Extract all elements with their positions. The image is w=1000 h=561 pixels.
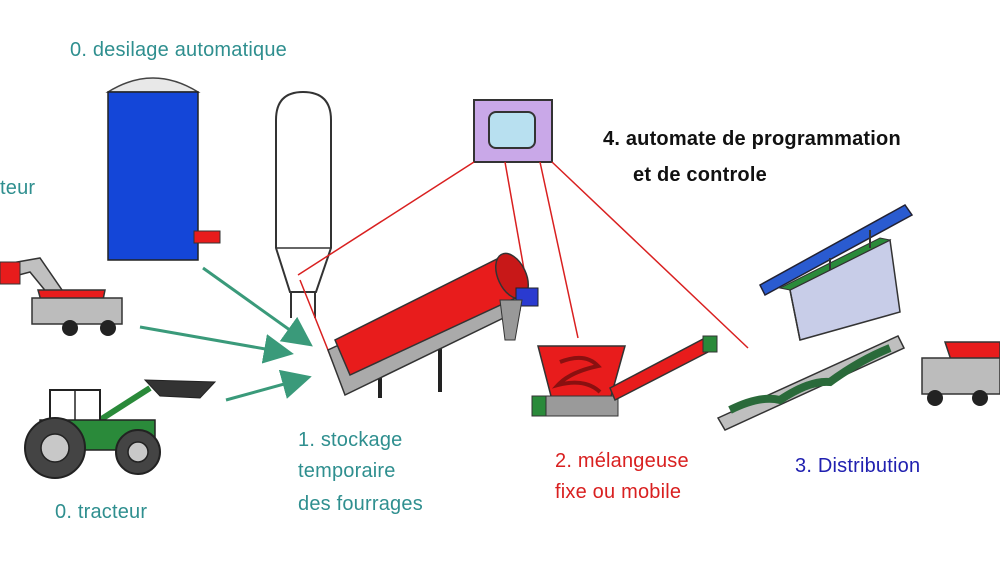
- mixer-icon: [531, 335, 718, 417]
- tower-silo-icon: [275, 90, 332, 318]
- feed-trough-icon: [759, 204, 914, 341]
- belt-conveyor-icon: [716, 335, 906, 431]
- silo-icon: [105, 77, 221, 261]
- conveyor-icon: [327, 252, 539, 398]
- label-desilage: 0. desilage automatique: [70, 39, 287, 61]
- label-stockage-1: 1. stockage: [298, 429, 403, 451]
- label-distribution: 3. Distribution: [795, 455, 921, 477]
- feed-wagon-icon: [0, 257, 123, 336]
- feed-wagon-right-icon: [921, 341, 1000, 406]
- label-tracteur: 0. tracteur: [55, 501, 148, 523]
- control-panel-icon: [473, 99, 553, 163]
- label-stockage-2: temporaire: [298, 460, 396, 482]
- label-automate-1: 4. automate de programmation: [603, 128, 901, 150]
- tractor-icon: [24, 379, 217, 479]
- label-stockage-3: des fourrages: [298, 493, 423, 515]
- flow-arrows: [139, 266, 313, 402]
- label-tracteur-partial: teur: [0, 177, 36, 199]
- label-melangeuse-2: fixe ou mobile: [555, 481, 682, 503]
- label-automate-2: et de controle: [633, 164, 767, 186]
- label-melangeuse-1: 2. mélangeuse: [555, 450, 689, 472]
